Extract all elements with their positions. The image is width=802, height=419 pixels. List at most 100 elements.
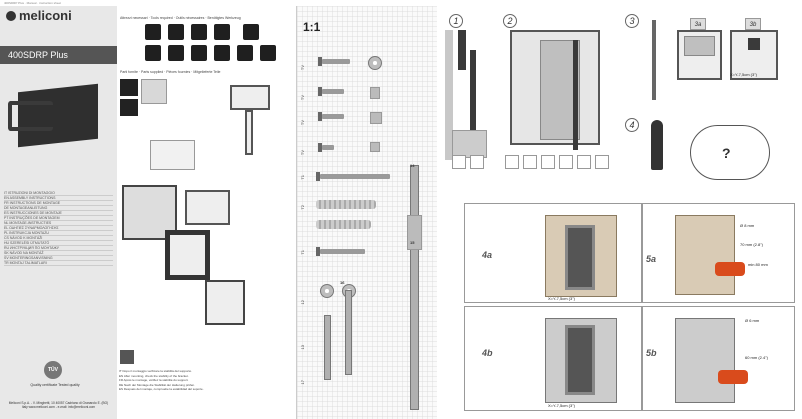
dim-label: 60 mm (2.4"): [745, 355, 768, 360]
tool-screwdriver-icon: [145, 24, 161, 40]
language-item: TR MONTAJ TALİMATLARI: [4, 261, 113, 266]
part-label: TV: [300, 65, 305, 71]
brick-wall-section: [675, 318, 735, 403]
substep-badge: 3a: [690, 18, 706, 30]
company-address: Meliconi S.p.A. - V. Minghetti, 10 40057…: [8, 401, 109, 409]
language-item: SV MONTERINGSANVISNING: [4, 256, 113, 261]
substep-badge: 3b: [745, 18, 761, 30]
arm-frame-drawing: [185, 190, 230, 225]
wall-plate-drawing: [230, 85, 270, 110]
screw-tv: [322, 114, 344, 119]
safety-icon: [120, 350, 134, 364]
note-line: IT Dopo il montaggio verificare la stabi…: [119, 369, 192, 373]
dim-label: min 80 mm: [748, 262, 768, 267]
brand-logo: meliconi: [6, 8, 72, 23]
language-item: PL INSTRUKCJA MONTAŻU: [4, 231, 113, 236]
wall-profile: [652, 20, 656, 100]
dim-label: X=Y-7,5cm (3"): [730, 72, 757, 77]
tool-bit-icon: [168, 45, 184, 61]
parts-heading: Parti fornite · Parts supplied · Pièces …: [120, 70, 221, 74]
language-item: RU ИНСТРУКЦИЯ ПО МОНТАЖУ: [4, 246, 113, 251]
wall-screw: [320, 174, 390, 179]
screw-tv: [322, 145, 334, 150]
language-list: IT ISTRUZIONI DI MONTAGGIO EN ASSEMBLY I…: [4, 191, 113, 266]
spacer: [370, 142, 380, 152]
dim-label: Ø 6 mm: [745, 318, 760, 323]
language-item: HU SZERELÉSI ÚTMUTATÓ: [4, 241, 113, 246]
part-label: TV: [300, 120, 305, 126]
screw-head: [318, 87, 322, 96]
screw-head: [318, 143, 322, 152]
language-item: CS NÁVOD K MONTÁŽI: [4, 236, 113, 241]
note-line: DE Nach der Montage die Stabilität der H…: [119, 382, 196, 387]
tool-bit-icon: [191, 45, 207, 61]
tools-heading: Attrezzi necessari · Tools required · Ou…: [120, 16, 241, 20]
spacer: [370, 112, 382, 124]
ok-option: [452, 155, 466, 169]
part-label: T1: [300, 250, 305, 255]
language-item: EL ΟΔΗΓΙΕΣ ΣΥΝΑΡΜΟΛΟΓΗΣΗΣ: [4, 226, 113, 231]
note-line: EN After mounting, check the stability o…: [119, 373, 189, 378]
drill-icon: [715, 262, 745, 276]
part-label: 17: [300, 380, 305, 385]
wall-bracket: [565, 325, 595, 395]
model-title: 400SDRP Plus: [0, 46, 117, 64]
brand-name: meliconi: [19, 8, 72, 23]
screw-packet-image: [150, 140, 195, 170]
thought-cloud: [690, 125, 770, 180]
part-label: 14: [410, 163, 415, 168]
note-line: ES Después del montaje, compruebe la est…: [119, 387, 204, 391]
step-number: 4: [625, 118, 639, 132]
dim-label: 70 mm (2.8"): [740, 242, 763, 247]
wall-bracket: [565, 225, 595, 290]
long-bolt: [324, 315, 331, 380]
step-number: 1: [449, 14, 463, 28]
vertical-arm-drawing: [245, 110, 253, 155]
ok-option: [577, 155, 591, 169]
substep-label: 4a: [482, 250, 493, 260]
wall-dowel: [316, 200, 376, 209]
scale-title: 1:1: [303, 20, 321, 34]
part-label: T2: [300, 205, 305, 210]
part-label: TV: [300, 95, 305, 101]
ok-option: [541, 155, 555, 169]
part-label: 15: [410, 240, 415, 245]
language-item: DE MONTAGEANLEITUNG: [4, 206, 113, 211]
question-icon: ?: [722, 145, 731, 161]
ok-option: [470, 155, 484, 169]
part-label: 13: [300, 345, 305, 350]
language-item: ES INSTRUCCIONES DE MONTAJE: [4, 211, 113, 216]
tv-bracket: [573, 40, 578, 150]
part-label: TV: [300, 150, 305, 156]
screw-tv: [322, 89, 344, 94]
tool-drill-icon: [243, 24, 259, 40]
drill-icon: [718, 370, 748, 384]
tool-bit-icon: [145, 45, 161, 61]
tilt-bracket-drawing: [205, 280, 245, 325]
language-item: PT INSTRUÇÕES DE MONTAGEM: [4, 216, 113, 221]
ok-option: [595, 155, 609, 169]
rod-sleeve: [407, 215, 422, 250]
tv-plate-drawing: [165, 230, 210, 280]
language-item: NL MONTAGE-INSTRUCTIES: [4, 221, 113, 226]
tool-bit-icon: [214, 45, 230, 61]
screw-head: [318, 57, 322, 66]
screw-tv: [322, 59, 350, 64]
tool-bit-icon: [260, 45, 276, 61]
language-item: SK NÁVOD NA MONTÁŽ: [4, 251, 113, 256]
substep-label: 5a: [646, 254, 657, 264]
quality-text: Quality certificate Tested quality: [30, 383, 80, 387]
long-bolt: [345, 290, 352, 375]
dim-label: X=Y-7,5cm (3"): [548, 403, 575, 408]
tuv-seal-icon: TÜV: [44, 361, 62, 379]
part-label: 16: [340, 280, 345, 285]
tv-check-box: [452, 130, 487, 158]
tool-bit-icon: [237, 45, 253, 61]
wall-section: [675, 215, 735, 295]
dim-label: Ø 8 mm: [740, 223, 755, 228]
bracket-plate: [458, 30, 466, 70]
part-label: T1: [300, 175, 305, 180]
wall-dowel: [316, 220, 371, 229]
screw-head: [318, 112, 322, 121]
substep-label: 5b: [646, 348, 657, 358]
